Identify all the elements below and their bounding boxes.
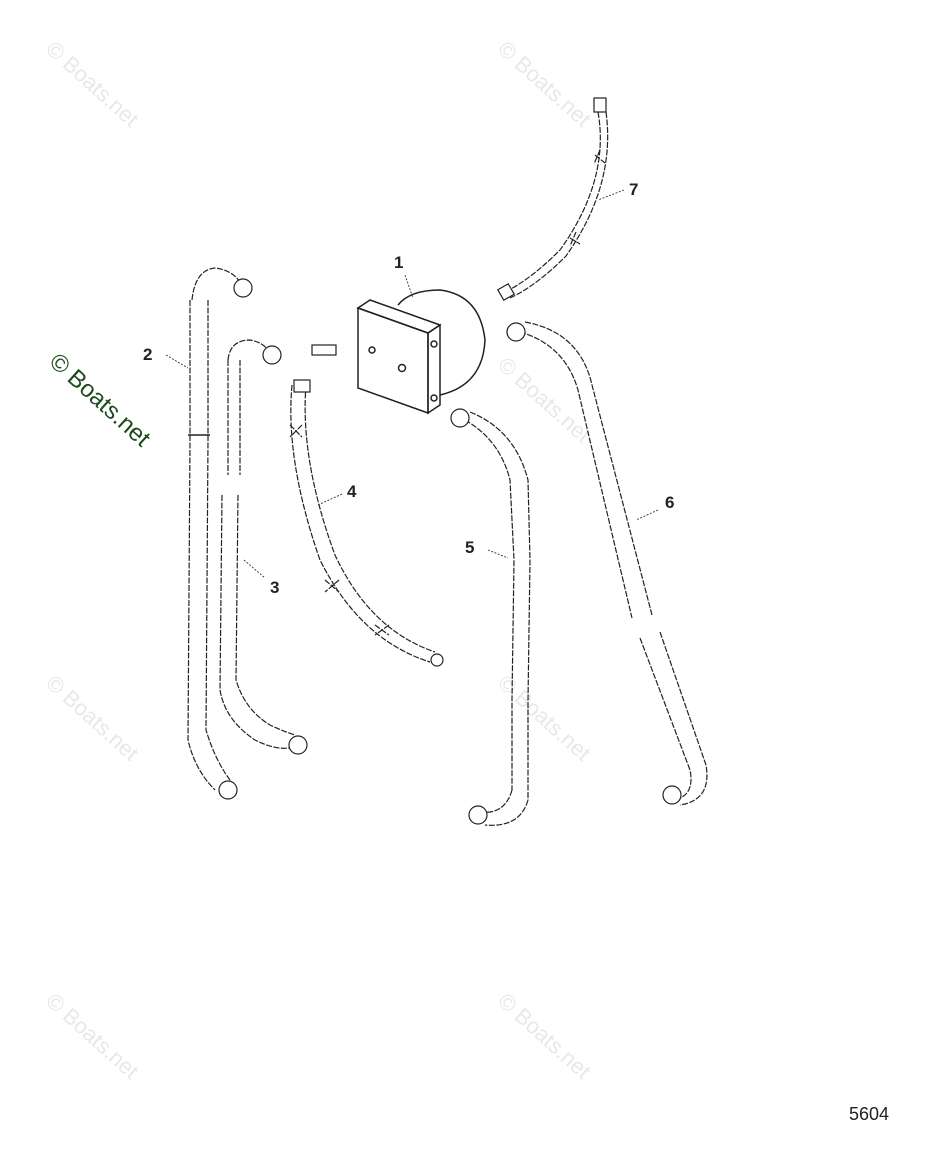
leader-line-7 bbox=[597, 189, 625, 201]
part-7-braided-hose-icon bbox=[496, 97, 609, 302]
leader-line-1 bbox=[404, 274, 414, 299]
callout-3: 3 bbox=[270, 578, 280, 597]
callout-5: 5 bbox=[465, 538, 475, 557]
part-1-block-fitting-icon bbox=[356, 289, 486, 415]
leader-line-4 bbox=[317, 493, 343, 506]
callout-6: 6 bbox=[665, 493, 675, 512]
callout-7: 7 bbox=[629, 180, 639, 199]
part-4-braided-hose-icon bbox=[289, 344, 444, 667]
leader-line-6 bbox=[635, 509, 659, 521]
part-5-hose-icon bbox=[450, 408, 531, 826]
leader-line-3 bbox=[243, 559, 266, 579]
part-2-hose-icon bbox=[187, 267, 253, 800]
part-3-hose-icon bbox=[219, 339, 308, 755]
leader-line-2 bbox=[165, 354, 189, 369]
callout-2: 2 bbox=[143, 345, 153, 364]
callout-1: 1 bbox=[394, 253, 404, 272]
figure-number: 5604 bbox=[849, 1104, 890, 1124]
callout-4: 4 bbox=[347, 482, 357, 501]
part-6-hose-icon bbox=[506, 321, 708, 806]
leader-line-5 bbox=[487, 549, 509, 559]
